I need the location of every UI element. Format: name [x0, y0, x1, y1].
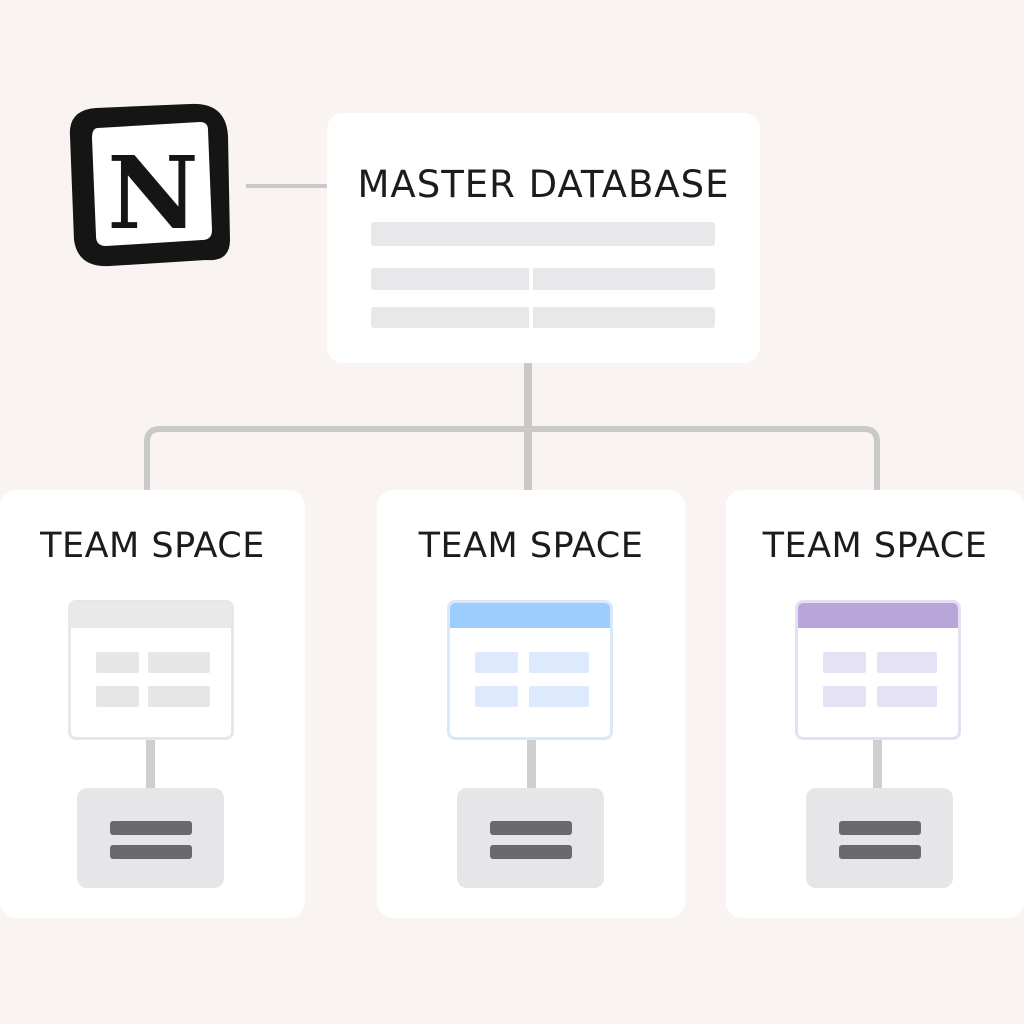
table-icon — [68, 600, 234, 740]
table-header — [450, 603, 610, 628]
table-cell — [529, 652, 589, 673]
table-icon — [447, 600, 613, 740]
list-line — [839, 845, 921, 859]
master-database-title: MASTER DATABASE — [357, 163, 730, 206]
team-space-title: TEAM SPACE — [40, 526, 265, 566]
list-line — [110, 821, 192, 835]
table-cell — [823, 652, 866, 673]
list-line — [490, 845, 572, 859]
table-cell — [96, 652, 139, 673]
table-cell — [877, 652, 937, 673]
branch-connector — [144, 426, 880, 490]
team-space-title: TEAM SPACE — [762, 526, 988, 566]
team-space-title: TEAM SPACE — [418, 526, 644, 566]
master-table-row — [371, 222, 715, 246]
table-cell — [96, 686, 139, 707]
master-table-row — [371, 268, 715, 290]
table-cell — [475, 652, 518, 673]
table-cell — [475, 686, 518, 707]
logo-letter: N — [107, 134, 198, 252]
list-icon — [806, 788, 953, 888]
table-cell — [148, 686, 210, 707]
master-table-divider — [529, 249, 533, 329]
team-space-card-1: TEAM SPACE — [0, 490, 305, 918]
table-icon — [795, 600, 961, 740]
table-cell — [823, 686, 866, 707]
table-cell — [877, 686, 937, 707]
table-cell — [148, 652, 210, 673]
list-icon — [77, 788, 224, 888]
list-line — [839, 821, 921, 835]
master-database-card: MASTER DATABASE — [327, 113, 760, 363]
list-line — [490, 821, 572, 835]
table-to-list-connector — [527, 740, 536, 788]
notion-logo-icon: N — [69, 103, 230, 267]
list-line — [110, 845, 192, 859]
table-cell — [529, 686, 589, 707]
table-header — [71, 603, 231, 628]
team-space-card-3: TEAM SPACE — [726, 490, 1024, 918]
table-header — [798, 603, 958, 628]
team-space-card-2: TEAM SPACE — [377, 490, 685, 918]
master-table-row — [371, 307, 715, 328]
table-to-list-connector — [873, 740, 882, 788]
table-to-list-connector — [146, 740, 155, 788]
list-icon — [457, 788, 604, 888]
